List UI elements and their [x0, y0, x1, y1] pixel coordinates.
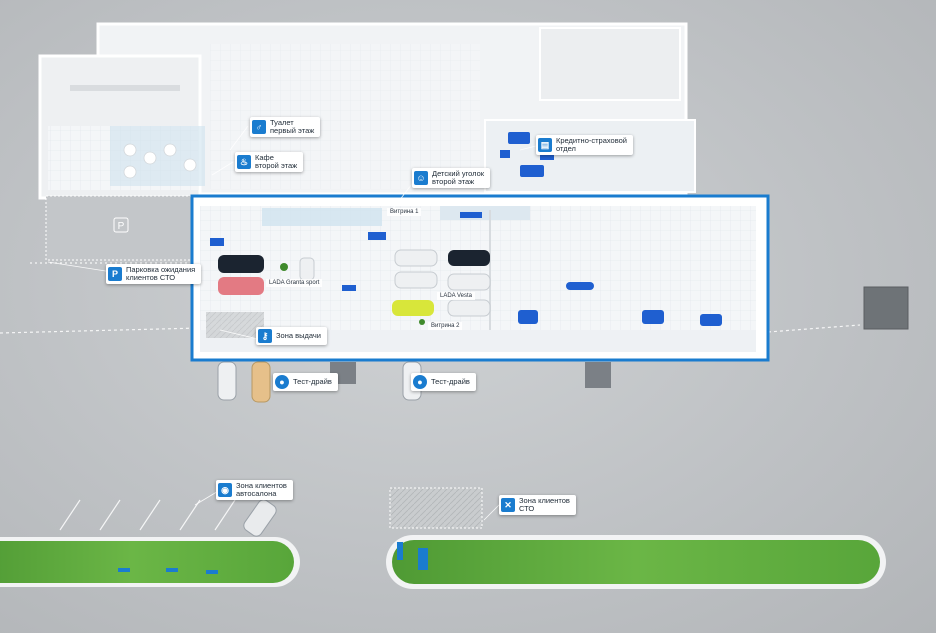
svg-text:P: P — [118, 221, 125, 232]
tag-granta: LADA Granta sport — [266, 279, 323, 287]
parking-icon: P — [108, 267, 122, 281]
credit-card-icon: ▤ — [538, 138, 552, 152]
car-icon: ◉ — [218, 483, 232, 497]
label-parking[interactable]: P Парковка ожидания клиентов СТО — [106, 264, 202, 284]
tag-vitrina-2: Витрина 2 — [428, 322, 463, 330]
tag-vesta: LADA Vesta — [437, 292, 476, 300]
upper-building — [38, 22, 696, 200]
car-icon: ● — [275, 375, 289, 389]
label-credit[interactable]: ▤ Кредитно-страховой отдел — [536, 135, 633, 155]
car-icon: ● — [413, 375, 427, 389]
label-test-drive-1[interactable]: ● Тест-драйв — [273, 373, 338, 391]
service-zone-area — [389, 487, 483, 529]
child-icon: ☺ — [414, 171, 428, 185]
label-test-drive-2[interactable]: ● Тест-драйв — [411, 373, 476, 391]
leader-lines — [47, 125, 537, 521]
tag-vitrina-1: Витрина 1 — [387, 208, 422, 216]
wrench-icon: ✕ — [501, 498, 515, 512]
key-icon: ⚷ — [258, 329, 272, 343]
cutlery-icon: ♨ — [237, 155, 251, 169]
label-service-clients[interactable]: ✕ Зона клиентов СТО — [499, 495, 576, 515]
parking-lot: P — [45, 195, 197, 261]
utility-box — [863, 286, 909, 330]
label-showroom-clients[interactable]: ◉ Зона клиентов автосалона — [216, 480, 293, 500]
label-cafe[interactable]: ♨ Кафе второй этаж — [235, 152, 304, 172]
cars-showroom — [218, 249, 491, 317]
desks — [210, 212, 722, 326]
label-zone-issue[interactable]: ⚷ Зона выдачи — [256, 327, 327, 345]
canopy-posts — [330, 362, 611, 388]
label-kids[interactable]: ☺ Детский уголок второй этаж — [412, 168, 491, 188]
restroom-icon: ♂ — [252, 120, 266, 134]
road-signs — [118, 542, 428, 574]
grass-strips — [0, 535, 886, 589]
label-toilet[interactable]: ♂ Туалет первый этаж — [250, 117, 321, 137]
